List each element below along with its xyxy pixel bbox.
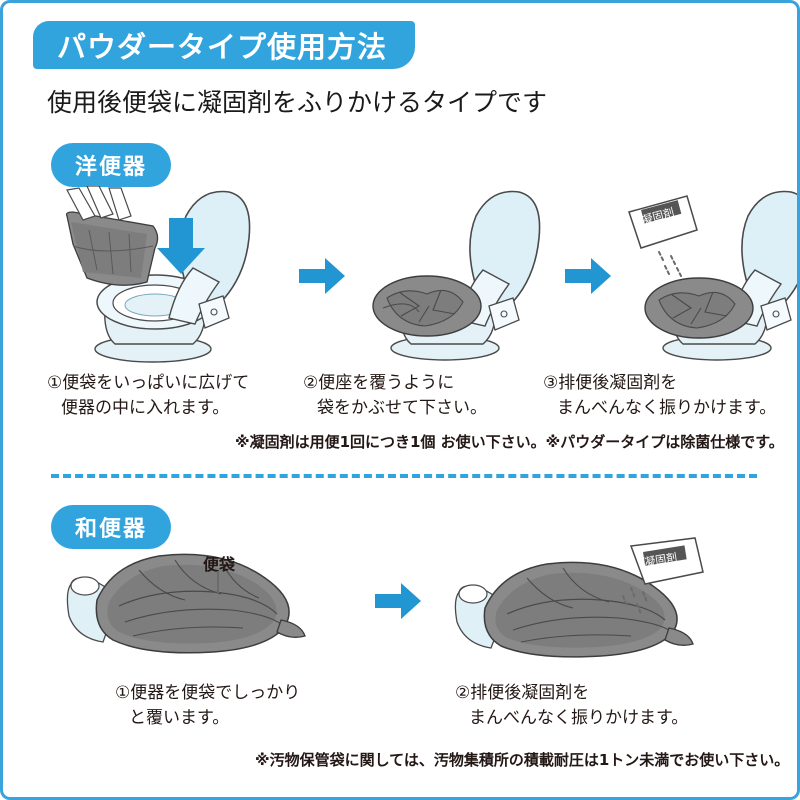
caption-line-1: ②便座を覆うように	[303, 373, 455, 393]
illustration-row-japanese: 凝固剤	[63, 533, 763, 673]
caption-step-1-western: ①便袋をいっぱいに広げて 便器の中に入れます。	[47, 371, 249, 420]
section-badge-western: 洋便器	[51, 143, 172, 187]
caption-line-2: 袋をかぶせて下さい。	[317, 397, 487, 418]
page-subtitle: 使用後便袋に凝固剤をふりかけるタイプです	[47, 88, 548, 117]
toilet-open-lid-with-hands-inserting-bag	[65, 185, 251, 363]
page-title-banner: パウダータイプ使用方法	[33, 21, 416, 69]
note-bottom: ※汚物保管袋に関しては、汚物集積所の積載耐圧は1トン未満でお使い下さい。	[255, 751, 790, 769]
squat-toilet-with-powder-packet: 凝固剤	[454, 537, 704, 658]
callout-leader-line	[217, 571, 219, 593]
page-title: パウダータイプ使用方法	[57, 30, 388, 64]
arrow-right-icon-1	[293, 251, 349, 305]
note-western: ※凝固剤は用便1回につき1個 お使い下さい。※パウダータイプは除菌仕様です。	[235, 433, 784, 451]
illustration-step-1-western	[43, 185, 293, 370]
caption-line-1: ①便袋をいっぱいに広げて	[47, 373, 250, 393]
coagulant-packet: 凝固剤	[629, 537, 704, 585]
caption-step-2-japanese: ②排便後凝固剤を まんべんなく振りかけます。	[455, 681, 688, 730]
illustration-step-2-western	[349, 186, 559, 370]
illustration-step-2-japanese: 凝固剤	[451, 536, 741, 670]
arrow-right-icon-2	[559, 251, 615, 305]
caption-line-1: ③排便後凝固剤を	[543, 373, 678, 393]
caption-line-2: 便器の中に入れます。	[61, 397, 230, 418]
section-badge-japanese: 和便器	[51, 505, 172, 549]
illustration-step-3-western: 凝固剤	[615, 186, 797, 370]
caption-step-1-japanese: ①便器を便袋でしっかり と覆います。	[115, 681, 300, 730]
caption-line-2: と覆います。	[129, 707, 230, 728]
toilet-with-bag-over-seat	[372, 190, 541, 361]
illustration-row-western: 凝固剤	[43, 185, 797, 370]
arrow-right-icon-3	[369, 576, 425, 630]
coagulant-packet: 凝固剤	[628, 195, 698, 249]
caption-line-1: ②排便後凝固剤を	[455, 683, 590, 703]
caption-line-1: ①便器を便袋でしっかり	[115, 683, 301, 703]
arrow-down-icon	[157, 218, 205, 274]
packet-label: 凝固剤	[643, 550, 678, 569]
caption-step-2-western: ②便座を覆うように 袋をかぶせて下さい。	[303, 371, 487, 420]
caption-line-2: まんべんなく振りかけます。	[469, 707, 689, 728]
caption-step-3-western: ③排便後凝固剤を まんべんなく振りかけます。	[543, 371, 776, 420]
caption-line-2: まんべんなく振りかけます。	[557, 397, 777, 418]
callout-label-benbukuro: 便袋	[203, 555, 236, 574]
squat-toilet-covered-with-bag	[66, 553, 306, 654]
toilet-with-bag-and-powder-packet: 凝固剤	[628, 190, 797, 361]
section-divider	[51, 474, 757, 478]
illustration-step-1-japanese	[63, 536, 343, 670]
